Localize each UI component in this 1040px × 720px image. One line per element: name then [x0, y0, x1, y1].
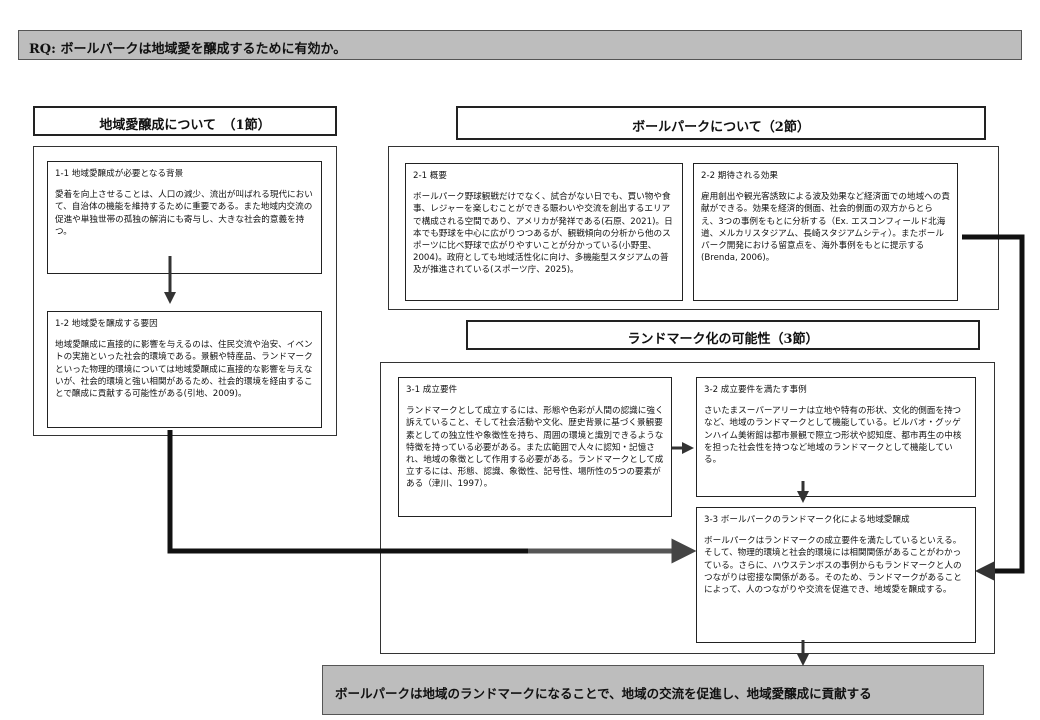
card-2-2-body: 雇用創出や観光客誘致による波及効果など経済面での地域への貢献ができる。効果を経済…	[701, 192, 950, 264]
card-1-2-title: 1-2 地域愛を醸成する要因	[55, 319, 158, 329]
card-2-1-body: ボールパーク野球観戦だけでなく、試合がない日でも、買い物や食事、レジャーを楽しむ…	[413, 192, 673, 276]
card-1-2-body: 地域愛醸成に直接的に影響を与えるのは、住民交流や治安、イベントの実施といった社会…	[55, 340, 313, 400]
card-3-3: 3-3 ボールパークのランドマーク化による地域愛醸成 ボールパークはランドマーク…	[696, 507, 976, 643]
research-question-bar: RQ: ボールパークは地域愛を醸成するために有効か。	[18, 30, 1022, 60]
section1-heading: 地域愛醸成について （1節）	[33, 106, 337, 136]
arrow-1-2-to-3-3	[167, 430, 530, 554]
card-1-1: 1-1 地域愛醸成が必要となる背景 愛着を向上させることは、人口の減少、流出が叫…	[47, 161, 322, 274]
card-2-1: 2-1 概要 ボールパーク野球観戦だけでなく、試合がない日でも、買い物や食事、レ…	[405, 163, 683, 301]
section3-heading: ランドマーク化の可能性（3節）	[466, 320, 980, 350]
card-3-3-title: 3-3 ボールパークのランドマーク化による地域愛醸成	[704, 515, 910, 525]
card-3-3-body: ボールパークはランドマークの成立要件を満たしているといえる。そして、物理的環境と…	[704, 536, 962, 596]
card-3-2-body: さいたまスーパーアリーナは立地や特有の形状、文化的側面を持つなど、地域のランドマ…	[704, 406, 962, 466]
card-2-1-title: 2-1 概要	[413, 171, 447, 181]
card-3-1-title: 3-1 成立要件	[406, 385, 458, 395]
section2-heading: ボールパークについて（2節）	[456, 106, 986, 140]
card-2-2-title: 2-2 期待される効果	[701, 171, 778, 181]
card-2-2: 2-2 期待される効果 雇用創出や観光客誘致による波及効果など経済面での地域への…	[693, 163, 958, 301]
card-1-1-title: 1-1 地域愛醸成が必要となる背景	[55, 169, 184, 179]
card-1-1-body: 愛着を向上させることは、人口の減少、流出が叫ばれる現代において、自治体の機能を維…	[55, 190, 313, 237]
card-3-2: 3-2 成立要件を満たす事例 さいたまスーパーアリーナは立地や特有の形状、文化的…	[696, 377, 976, 497]
arrow-2-2-to-3-3	[962, 234, 1025, 574]
conclusion-bar: ボールパークは地域のランドマークになることで、地域の交流を促進し、地域愛醸成に貢…	[322, 665, 984, 715]
card-3-1-body: ランドマークとして成立するには、形態や色彩が人間の認識に強く訴えていること、そし…	[406, 406, 664, 490]
card-3-1: 3-1 成立要件 ランドマークとして成立するには、形態や色彩が人間の認識に強く訴…	[398, 377, 672, 517]
card-3-2-title: 3-2 成立要件を満たす事例	[704, 385, 807, 395]
card-1-2: 1-2 地域愛を醸成する要因 地域愛醸成に直接的に影響を与えるのは、住民交流や治…	[47, 311, 322, 428]
